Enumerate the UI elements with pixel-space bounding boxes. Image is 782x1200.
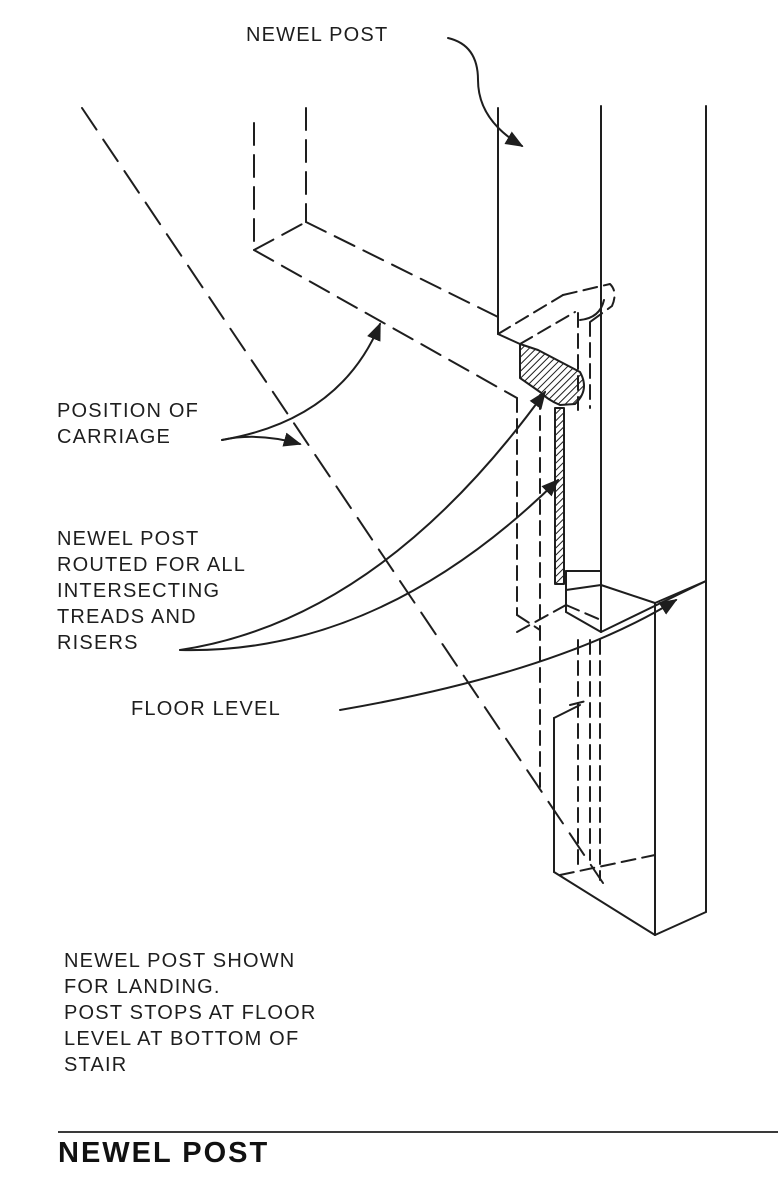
leader-carriage-lower — [221, 432, 302, 447]
leader-routed-riser — [179, 478, 560, 652]
leader-newel-post — [447, 37, 524, 147]
floor-level-label-text: FLOOR LEVEL — [131, 698, 281, 720]
label-line: POSITION OF — [57, 400, 200, 422]
diagram-caption: NEWEL POST SHOWN FOR LANDING. POST STOPS… — [64, 948, 317, 1078]
leader-carriage-upper — [221, 322, 381, 441]
label-line: TREADS AND — [57, 606, 197, 628]
label-line: CARRIAGE — [57, 426, 172, 448]
title-divider — [58, 1131, 778, 1133]
newel-post-label-text: NEWEL POST — [246, 24, 389, 46]
caption-line: NEWEL POST SHOWN — [64, 950, 296, 972]
position-of-carriage-label: POSITION OF CARRIAGE — [57, 398, 199, 450]
figure-title: NEWEL POST — [58, 1137, 270, 1169]
label-line: ROUTED FOR ALL — [57, 554, 247, 576]
label-line: NEWEL POST — [57, 528, 200, 550]
newel-routed-label: NEWEL POST ROUTED FOR ALL INTERSECTING T… — [57, 526, 246, 656]
caption-line: POST STOPS AT FLOOR — [64, 1002, 317, 1024]
leader-floor-level — [339, 599, 678, 711]
caption-line: FOR LANDING. — [64, 976, 221, 998]
routed-groove — [519, 343, 585, 406]
caption-line: LEVEL AT BOTTOM OF — [64, 1028, 300, 1050]
riser-groove — [554, 407, 565, 585]
label-line: RISERS — [57, 632, 139, 654]
leader-routed-tread — [179, 390, 547, 651]
caption-line: STAIR — [64, 1054, 128, 1076]
carriage-outline — [253, 107, 518, 399]
routing-detail — [497, 283, 656, 881]
newel-post-label: NEWEL POST — [246, 22, 388, 48]
floor-level-label: FLOOR LEVEL — [131, 696, 281, 722]
carriage-pitch-line — [81, 107, 604, 884]
lower-post — [553, 570, 707, 936]
label-line: INTERSECTING — [57, 580, 221, 602]
